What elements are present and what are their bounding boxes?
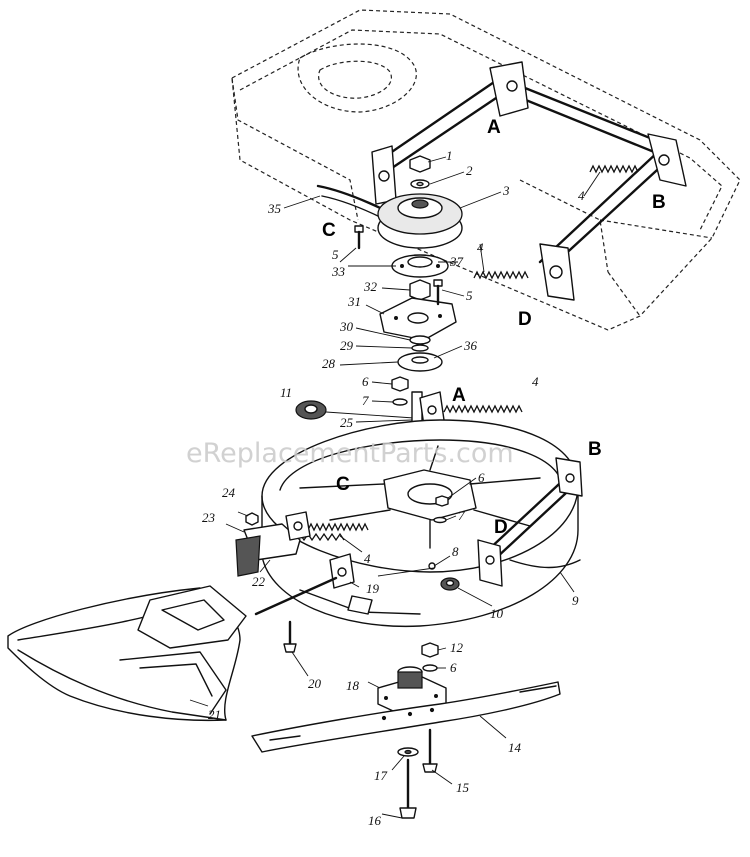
part-label-36: 36 [463, 338, 478, 353]
part-label-22: 22 [252, 574, 266, 589]
bolt-5-left [354, 225, 364, 250]
part-label-11: 11 [280, 385, 292, 400]
nut-6-upper [391, 376, 409, 392]
part-label-33: 33 [331, 264, 346, 279]
part-label-17: 17 [374, 768, 388, 783]
bearing-10 [440, 577, 460, 591]
part-label-24: 24 [222, 485, 236, 500]
part-label-7-upper: 7 [362, 393, 369, 408]
part-label-14: 14 [508, 740, 522, 755]
spindle-stack [379, 254, 457, 372]
washer-17 [397, 747, 419, 757]
part-label-31: 31 [347, 294, 361, 309]
part-label-4-left: 4 [364, 551, 371, 566]
letter-d-mid: D [494, 517, 508, 538]
part-label-8: 8 [452, 544, 459, 559]
watermark-text: eReplacementParts.com [186, 438, 514, 469]
part-number-callouts: 1 2 3 4 35 5 4 33 37 32 5 31 30 29 36 28… [202, 148, 585, 828]
bolt-8 [428, 562, 436, 570]
part-label-29: 29 [340, 338, 354, 353]
part-label-37: 37 [449, 254, 464, 269]
part-label-21: 21 [208, 707, 221, 722]
discharge-chute [7, 585, 247, 722]
bolt-15 [422, 728, 438, 773]
lift-linkage [371, 61, 687, 301]
deck-right-linkage [477, 457, 583, 587]
part-label-12: 12 [450, 640, 464, 655]
washer-2 [410, 179, 430, 189]
letter-c-mid: C [336, 474, 350, 495]
part-label-9: 9 [572, 593, 579, 608]
part-label-25: 25 [340, 415, 354, 430]
deck-left-linkage [235, 511, 369, 616]
part-label-4-right: 4 [532, 374, 539, 389]
letter-a-mid: A [452, 385, 466, 406]
part-label-6-lower: 6 [450, 660, 457, 675]
part-label-35: 35 [267, 201, 282, 216]
part-label-5-right: 5 [466, 288, 473, 303]
upper-springs [473, 164, 639, 280]
part-label-32: 32 [363, 279, 378, 294]
washer-7-deck [433, 516, 447, 524]
part-label-19: 19 [366, 581, 380, 596]
part-label-6-upper: 6 [362, 374, 369, 389]
part-label-1: 1 [446, 148, 453, 163]
part-label-30: 30 [339, 319, 354, 334]
part-label-6-deck: 6 [478, 470, 485, 485]
tractor-frame-outline [231, 9, 741, 331]
nut-12 [421, 642, 439, 658]
letter-a-top: A [487, 117, 501, 138]
part-label-10: 10 [490, 606, 504, 621]
part-label-18: 18 [346, 678, 360, 693]
part-label-15: 15 [456, 780, 470, 795]
letter-b-top: B [652, 192, 666, 213]
letter-b-mid: B [588, 439, 602, 460]
spring-4-a [443, 404, 523, 414]
part-label-23: 23 [202, 510, 216, 525]
part-label-4-mid: 4 [477, 240, 484, 255]
part-label-3: 3 [502, 183, 510, 198]
washer-7-upper [392, 398, 408, 406]
letter-d-top: D [518, 309, 532, 330]
nut-6-deck [435, 495, 449, 507]
callout-letters: A B C D A B C D [322, 117, 666, 538]
part-label-7-deck: 7 [458, 508, 465, 523]
part-label-2: 2 [466, 163, 473, 178]
bolt-20 [283, 620, 297, 653]
leader-lines [189, 156, 601, 819]
nut-1 [409, 155, 431, 173]
part-label-16: 16 [368, 813, 382, 828]
pulley [377, 193, 463, 249]
part-label-28: 28 [322, 356, 336, 371]
part-label-5-left: 5 [332, 247, 339, 262]
bolt-16 [399, 758, 417, 819]
idler-arm-25 [411, 391, 445, 433]
letter-c-top: C [322, 220, 336, 241]
blade-14 [251, 681, 561, 753]
part-label-4-upper: 4 [578, 188, 585, 203]
washer-6-lower [422, 664, 438, 672]
part-label-20: 20 [308, 676, 322, 691]
bearing-11 [295, 400, 327, 420]
